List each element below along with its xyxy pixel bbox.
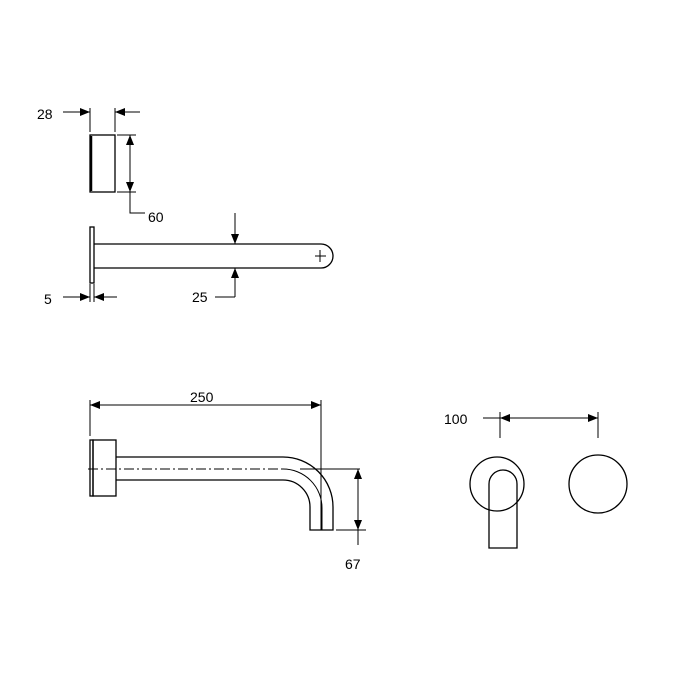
handle-top-view [89,134,116,193]
mixer-front-view [469,456,525,549]
dimension-handle-width: 28 [37,106,140,132]
dim-label-250: 250 [190,389,214,405]
spout-top-view [89,226,334,284]
dim-label-100: 100 [444,411,468,427]
dimension-spout-length: 250 [89,389,322,530]
dim-label-28: 28 [37,106,53,122]
dimension-plate-thickness: 5 [44,284,117,307]
dimension-spout-diameter: 25 [192,213,239,305]
spout-side-view [88,439,360,531]
dimension-handle-height: 60 [117,134,164,225]
dim-label-25: 25 [192,289,208,305]
dimension-centre-distance: 100 [444,411,599,438]
dim-label-5: 5 [44,291,52,307]
dim-label-60: 60 [148,209,164,225]
spout-plate-front-view [568,454,628,514]
dim-label-67: 67 [345,556,361,572]
dimension-spout-drop: 67 [336,469,366,572]
